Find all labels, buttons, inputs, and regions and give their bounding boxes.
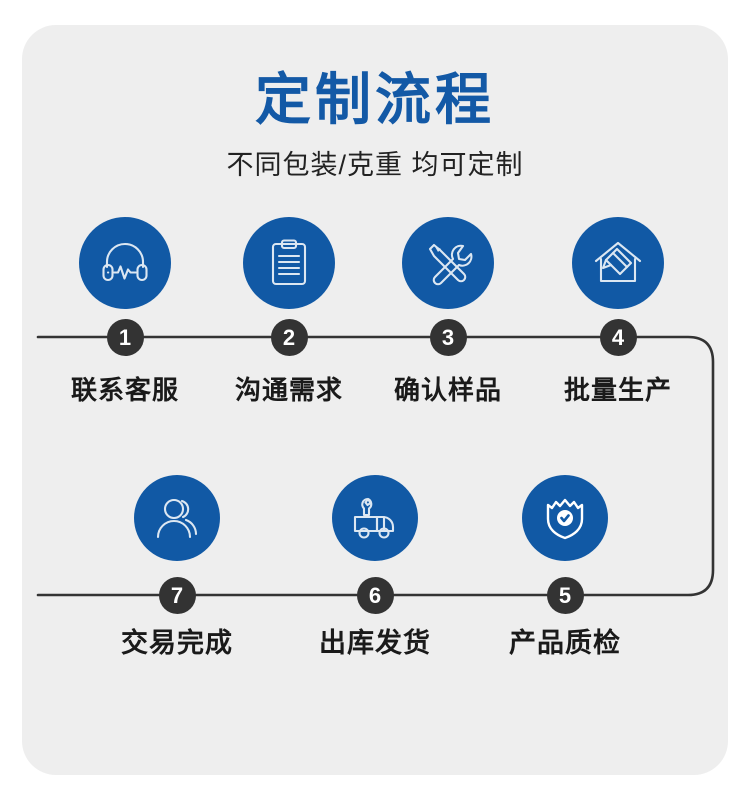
step-6-number-badge: 6 — [356, 577, 394, 614]
clipboard-icon — [264, 238, 314, 288]
step-6-label: 出库发货 — [319, 628, 431, 658]
step-3-number-badge: 3 — [429, 319, 467, 356]
page-subtitle: 不同包装/克重 均可定制 — [226, 150, 524, 180]
step-4-icon-bubble — [572, 217, 664, 309]
step-1-number-badge: 1 — [106, 319, 144, 356]
shield-check-icon — [541, 494, 589, 542]
delivery-truck-icon — [350, 493, 400, 543]
step-4-number-badge: 4 — [599, 319, 637, 356]
step-5-icon-bubble — [522, 475, 608, 561]
step-3-icon-bubble — [402, 217, 494, 309]
factory-pencil-icon — [592, 237, 644, 289]
step-5-label: 产品质检 — [509, 628, 621, 658]
step-2-number-badge: 2 — [270, 319, 308, 356]
people-icon — [152, 493, 202, 543]
step-1-icon-bubble — [79, 217, 171, 309]
step-7-icon-bubble — [134, 475, 220, 561]
page-title: 定制流程 — [255, 68, 495, 131]
step-2-icon-bubble — [243, 217, 335, 309]
tools-icon — [422, 237, 474, 289]
step-1-label: 联系客服 — [70, 375, 179, 405]
step-2-label: 沟通需求 — [234, 375, 343, 405]
headset-icon — [98, 236, 152, 290]
step-4-label: 批量生产 — [563, 375, 672, 405]
step-6-icon-bubble — [332, 475, 418, 561]
step-7-number-badge: 7 — [158, 577, 196, 614]
step-3-label: 确认样品 — [393, 375, 502, 405]
step-7-label: 交易完成 — [121, 628, 233, 658]
step-5-number-badge: 5 — [546, 577, 584, 614]
